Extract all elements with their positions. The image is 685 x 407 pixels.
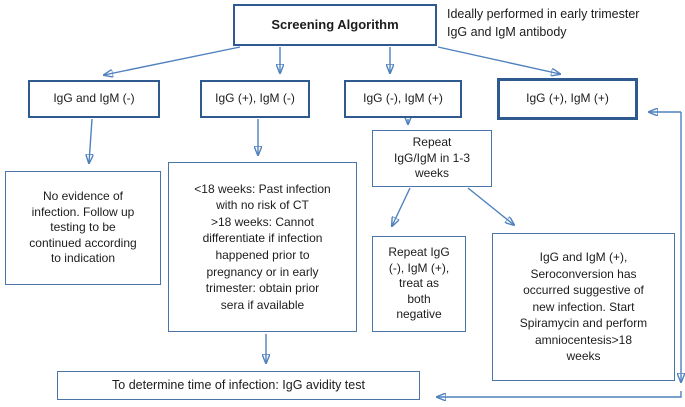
arrow-screening-to-igg-pos-igm-pos [437,46,560,74]
node-igg-and-igm-negative-label: IgG and IgM (-) [53,91,135,106]
node-igg-positive-igm-negative-label: IgG (+), IgM (-) [215,91,295,106]
node-seroconversion: IgG and IgM (+), Seroconversion has occu… [492,233,675,381]
arrow-igg-and-igm-neg-to-no-evidence [89,118,92,163]
node-igg-positive-igm-positive-label: IgG (+), IgM (+) [526,91,609,106]
node-igg-avidity-test: To determine time of infection: IgG avid… [57,371,420,400]
node-igg-negative-igm-positive-label: IgG (-), IgM (+) [363,91,443,106]
node-repeat-treat-as-negative: Repeat IgG (-), IgM (+), treat as both n… [372,236,466,332]
node-igg-positive-igm-negative: IgG (+), IgM (-) [200,80,310,118]
node-repeat-igg-igm-1-3-weeks-label: Repeat IgG/IgM in 1-3 weeks [393,135,471,181]
node-seroconversion-label: IgG and IgM (+), Seroconversion has occu… [519,250,648,364]
arrow-screening-to-igg-and-igm-neg [104,46,241,75]
arrow-repeat-1-3-to-repeat-negative [392,187,411,226]
node-past-infection-18-weeks-label: <18 weeks: Past infection with no risk o… [194,181,331,312]
node-repeat-igg-igm-1-3-weeks: Repeat IgG/IgM in 1-3 weeks [372,130,492,187]
node-repeat-treat-as-negative-label: Repeat IgG (-), IgM (+), treat as both n… [388,245,450,322]
annotation-text: Ideally performed in early trimester IgG… [447,7,640,39]
node-igg-negative-igm-positive: IgG (-), IgM (+) [344,80,462,118]
arrow-repeat-1-3-to-seroconversion [467,187,514,225]
node-igg-positive-igm-positive: IgG (+), IgM (+) [497,78,638,120]
node-past-infection-18-weeks: <18 weeks: Past infection with no risk o… [168,162,357,332]
node-no-evidence-of-infection: No evidence of infection. Follow up test… [5,171,161,285]
node-igg-and-igm-negative: IgG and IgM (-) [28,80,160,118]
node-screening-algorithm: Screening Algorithm [233,4,437,46]
node-screening-algorithm-label: Screening Algorithm [271,16,399,32]
arrow-rail-into-avidity [437,391,682,397]
node-no-evidence-of-infection-label: No evidence of infection. Follow up test… [29,189,137,266]
node-igg-avidity-test-label: To determine time of infection: IgG avid… [112,378,365,393]
